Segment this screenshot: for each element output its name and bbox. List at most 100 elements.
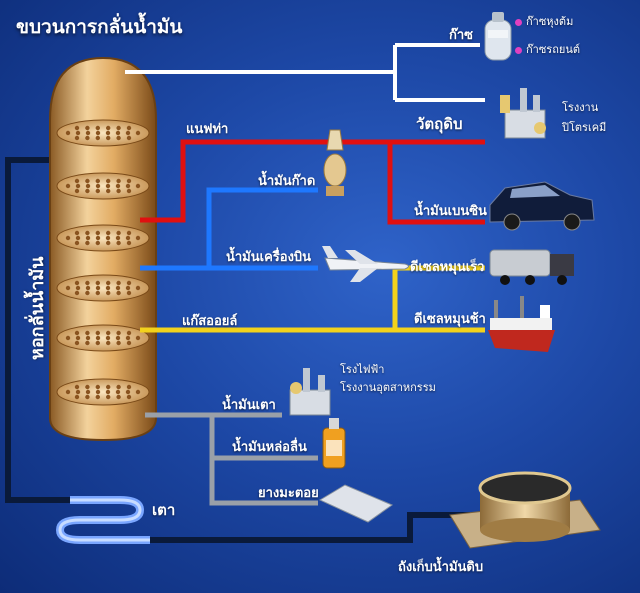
tray-hole — [85, 384, 90, 390]
tray-hole — [106, 188, 111, 194]
label-gas: ก๊าซ — [449, 28, 473, 43]
tray-4 — [56, 274, 150, 302]
tray-hole — [116, 340, 121, 346]
distillation-column — [49, 56, 157, 442]
label-furnace: เตา — [152, 501, 176, 519]
label-gasoline: น้ำมันเบนซิน — [414, 204, 487, 219]
tray-hole — [85, 230, 90, 236]
label-cooking-gas: ก๊าซหุงต้ม — [515, 12, 573, 30]
tray-hole — [95, 240, 101, 246]
tray-hole — [135, 285, 141, 291]
tray-hole — [85, 135, 90, 141]
label-cooking-gas-text: ก๊าซหุงต้ม — [526, 15, 574, 28]
furnace-coil-icon — [55, 496, 150, 544]
tray-6 — [56, 378, 150, 406]
power-plant-icon — [289, 368, 331, 416]
label-gas-oil: แก๊สออยล์ — [182, 314, 238, 329]
oil-bottle-icon — [322, 418, 346, 469]
tray-hole — [95, 340, 101, 346]
tray-hole — [105, 335, 111, 341]
tray-hole — [95, 230, 101, 236]
factory-icon — [500, 88, 546, 139]
tray-hole — [105, 235, 111, 241]
tray-hole — [95, 335, 101, 341]
tray-hole — [95, 285, 101, 291]
tray-hole — [116, 230, 121, 236]
tray-hole — [115, 130, 121, 136]
label-fuel-oil: น้ำมันเตา — [222, 398, 276, 413]
tray-hole — [126, 188, 132, 194]
label-asphalt: ยางมะตอย — [258, 486, 319, 501]
tray-hole — [85, 285, 91, 291]
tray-hole — [75, 183, 81, 189]
tray-hole — [105, 389, 111, 395]
tray-hole — [115, 285, 121, 291]
label-crude-tank: ถังเก็บน้ำมันดิบ — [398, 560, 484, 575]
tray-hole — [74, 125, 80, 131]
tray-hole — [106, 240, 111, 246]
tray-hole — [116, 290, 121, 296]
tray-hole — [95, 130, 101, 136]
tray-hole — [85, 389, 91, 395]
tray-hole — [105, 285, 111, 291]
tray-hole — [116, 178, 121, 184]
tray-hole — [106, 290, 111, 296]
label-petrochem-feed: วัตถุดิบ — [416, 115, 463, 133]
airplane-icon — [322, 246, 409, 282]
column-label: หอกลั่นน้ำมัน — [27, 256, 48, 361]
tray-hole — [116, 188, 121, 194]
tray-hole — [106, 135, 111, 141]
tray-hole — [74, 384, 80, 390]
tray-hole — [85, 178, 90, 184]
label-kerosene: น้ำมันก๊าด — [258, 174, 316, 189]
crude-feed-line — [5, 157, 70, 503]
tray-hole — [85, 235, 91, 241]
tray-hole — [85, 280, 90, 286]
tray-2 — [56, 172, 150, 200]
tray-hole — [74, 280, 80, 286]
tray-hole — [74, 330, 80, 336]
tray-hole — [106, 280, 111, 286]
tray-hole — [85, 394, 90, 400]
tray-hole — [85, 188, 90, 194]
tray-hole — [85, 340, 90, 346]
asphalt-slab-icon — [318, 484, 394, 523]
label-high-speed-diesel: ดีเซลหมุนเร็ว — [410, 260, 485, 275]
tray-hole — [135, 335, 141, 341]
tray-hole — [75, 285, 81, 291]
tray-hole — [116, 135, 121, 141]
gasoil-line — [140, 265, 485, 333]
tray-hole — [135, 235, 141, 241]
tray-hole — [74, 290, 80, 296]
label-lube-oil: น้ำมันหล่อลื่น — [232, 440, 307, 455]
tray-hole — [85, 240, 90, 246]
tray-hole — [116, 394, 121, 400]
tray-hole — [65, 285, 71, 291]
tray-hole — [135, 130, 141, 136]
tray-hole — [95, 384, 101, 390]
tray-hole — [95, 188, 101, 194]
tray-hole — [75, 335, 81, 341]
tray-hole — [135, 389, 141, 395]
fueloil-line — [145, 412, 318, 506]
tray-hole — [125, 389, 131, 395]
tray-hole — [65, 130, 71, 136]
tray-hole — [106, 178, 111, 184]
label-low-speed-diesel: ดีเซลหมุนช้า — [414, 312, 486, 327]
tray-hole — [126, 125, 132, 131]
tray-hole — [106, 340, 111, 346]
kerosene-line — [140, 187, 318, 271]
tray-hole — [126, 340, 132, 346]
tray-hole — [74, 230, 80, 236]
tray-hole — [116, 240, 121, 246]
tray-5 — [56, 324, 150, 352]
tray-hole — [126, 290, 132, 296]
tray-hole — [126, 230, 132, 236]
tray-hole — [116, 384, 121, 390]
tray-hole — [105, 183, 111, 189]
tray-hole — [85, 125, 90, 131]
tray-hole — [125, 335, 131, 341]
page-title: ขบวนการกลั่นน้ำมัน — [16, 16, 183, 38]
tray-hole — [74, 394, 80, 400]
